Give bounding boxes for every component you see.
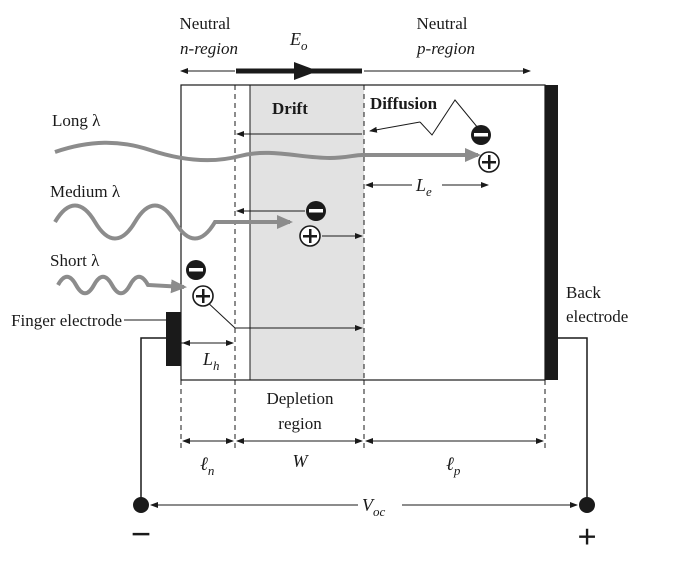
medium-hole xyxy=(299,225,321,247)
short-wavelength-label: Short λ xyxy=(50,251,100,270)
neutral-p-label-line2: p-region xyxy=(416,39,475,58)
medium-wavelength-label: Medium λ xyxy=(50,182,121,201)
diffusion-pointer xyxy=(369,121,421,133)
long-wavelength-label: Long λ xyxy=(52,111,101,130)
right-wire xyxy=(558,337,588,505)
le-label: Le xyxy=(415,175,432,199)
short-wavelength-ray xyxy=(56,274,187,296)
negative-terminal xyxy=(133,497,149,513)
medium-wavelength-ray xyxy=(53,203,293,241)
diffusion-path xyxy=(419,99,479,136)
neutral-p-label-line1: Neutral xyxy=(417,14,468,33)
voc-label: Voc xyxy=(362,495,386,519)
w-label: W xyxy=(293,451,310,471)
short-electron xyxy=(186,260,206,280)
field-label: Eo xyxy=(289,29,308,53)
short-hole xyxy=(192,285,214,307)
diffusion-label: Diffusion xyxy=(370,94,438,113)
back-electrode-label-line2: electrode xyxy=(566,307,628,326)
lp-label: ℓp xyxy=(446,454,461,478)
positive-terminal xyxy=(579,497,595,513)
left-wire xyxy=(140,337,166,505)
long-hole xyxy=(478,151,500,173)
depletion-label-line1: Depletion xyxy=(266,389,334,408)
lh-label: Lh xyxy=(202,349,220,373)
minus-sign: − xyxy=(131,514,152,554)
long-wavelength-ray xyxy=(54,140,481,163)
field-arrowhead xyxy=(294,62,318,80)
neutral-n-label-line2: n-region xyxy=(180,39,238,58)
finger-electrode xyxy=(166,312,181,366)
long-electron xyxy=(471,125,491,145)
back-electrode-label-line1: Back xyxy=(566,283,601,302)
depletion-label-line2: region xyxy=(278,414,322,433)
back-electrode xyxy=(545,85,558,380)
drift-label: Drift xyxy=(272,99,308,118)
voc-label-bg xyxy=(358,490,402,520)
medium-electron xyxy=(306,201,326,221)
ln-label: ℓn xyxy=(200,454,214,478)
finger-electrode-label: Finger electrode xyxy=(11,311,122,330)
le-label-bg xyxy=(412,173,442,193)
neutral-n-label-line1: Neutral xyxy=(180,14,231,33)
plus-sign: + xyxy=(577,519,596,556)
short-hole-path xyxy=(204,299,236,329)
